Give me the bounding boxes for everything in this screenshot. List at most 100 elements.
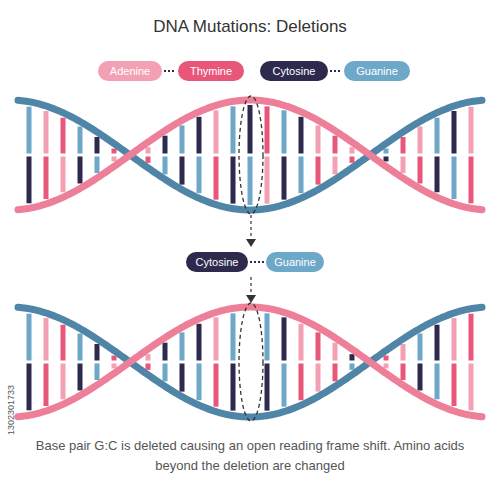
- diagram-title: DNA Mutations: Deletions: [0, 17, 500, 37]
- base-pair: [452, 318, 457, 406]
- pairing-bond: [330, 70, 342, 72]
- base-pill: Cytosine: [260, 61, 328, 81]
- base-half: [44, 318, 49, 361]
- base-pair: [282, 317, 287, 406]
- base-pair: [95, 137, 100, 173]
- base-pair: [197, 117, 202, 193]
- base-pair: [401, 137, 406, 173]
- base-half: [469, 314, 474, 361]
- base-half: [435, 118, 440, 154]
- base-half: [435, 325, 440, 361]
- base-half: [384, 356, 389, 361]
- base-pairs: [27, 105, 474, 205]
- base-half: [333, 364, 338, 382]
- base-pair: [469, 314, 474, 411]
- base-half: [231, 157, 236, 204]
- base-pill: Cytosine: [186, 252, 248, 272]
- base-half: [112, 157, 117, 162]
- base-half: [316, 157, 321, 185]
- base-pair: [231, 106, 236, 203]
- base-half: [401, 137, 406, 154]
- base-pill: Thymine: [178, 61, 244, 81]
- base-pair: [163, 136, 168, 175]
- helix-mutated: [18, 307, 482, 417]
- base-pill: Guanine: [344, 61, 410, 81]
- base-half: [299, 117, 304, 154]
- backbone-strand: [18, 307, 482, 417]
- base-half: [214, 110, 219, 153]
- base-pair: [299, 117, 304, 193]
- base-half: [265, 364, 270, 411]
- base-pair: [333, 136, 338, 175]
- base-pair: [146, 147, 151, 163]
- base-half: [163, 136, 168, 154]
- base-half: [350, 157, 355, 163]
- base-half: [452, 364, 457, 407]
- base-half: [231, 364, 236, 411]
- base-pair: [469, 107, 474, 204]
- base-half: [78, 334, 83, 361]
- base-pair: [316, 332, 321, 391]
- base-half: [333, 157, 338, 175]
- base-pair: [299, 324, 304, 400]
- base-pair: [61, 118, 66, 193]
- base-half: [78, 127, 83, 154]
- base-half: [44, 157, 49, 200]
- base-half: [333, 136, 338, 154]
- base-half: [265, 313, 270, 360]
- base-half: [197, 364, 202, 401]
- base-half: [44, 364, 49, 407]
- base-pair: [384, 149, 389, 162]
- base-half: [401, 157, 406, 174]
- base-half: [350, 364, 355, 370]
- base-pair: [112, 149, 117, 162]
- base-half: [418, 157, 423, 184]
- base-pair: [316, 125, 321, 184]
- base-half: [95, 364, 100, 381]
- base-half: [299, 324, 304, 361]
- base-half: [384, 364, 389, 369]
- base-half: [61, 157, 66, 193]
- base-half: [197, 157, 202, 194]
- base-half: [384, 149, 389, 154]
- base-half: [61, 118, 66, 154]
- deletion-highlight: [239, 96, 263, 214]
- diagram-caption: Base pair G:C is deleted causing an open…: [25, 436, 475, 476]
- backbone-strand: [18, 100, 482, 210]
- base-pair: [350, 147, 355, 163]
- base-half: [197, 324, 202, 361]
- base-half: [163, 157, 168, 175]
- base-half: [27, 107, 32, 154]
- base-half: [95, 137, 100, 154]
- base-pair: [435, 325, 440, 400]
- base-pair: [163, 343, 168, 382]
- base-half: [197, 117, 202, 154]
- deletion-gap-highlight: [239, 303, 263, 421]
- base-half: [231, 313, 236, 360]
- base-half: [248, 157, 253, 206]
- base-half: [418, 334, 423, 361]
- base-pair: [146, 354, 151, 370]
- base-pair: [180, 125, 185, 184]
- base-pill: Guanine: [266, 252, 324, 272]
- base-half: [146, 157, 151, 163]
- base-pair: [418, 334, 423, 391]
- base-half: [350, 147, 355, 153]
- base-half: [282, 364, 287, 407]
- base-pair: [418, 127, 423, 184]
- base-half: [435, 157, 440, 193]
- base-pair: [214, 317, 219, 406]
- dashed-arrow-line: [250, 277, 251, 296]
- base-half: [299, 157, 304, 194]
- base-half: [452, 157, 457, 200]
- base-half: [452, 111, 457, 154]
- base-pairs: [27, 313, 474, 410]
- base-name: Guanine: [350, 61, 404, 81]
- base-name: Thymine: [184, 61, 238, 81]
- base-half: [146, 147, 151, 153]
- base-half: [180, 125, 185, 153]
- base-half: [27, 314, 32, 361]
- base-half: [435, 364, 440, 400]
